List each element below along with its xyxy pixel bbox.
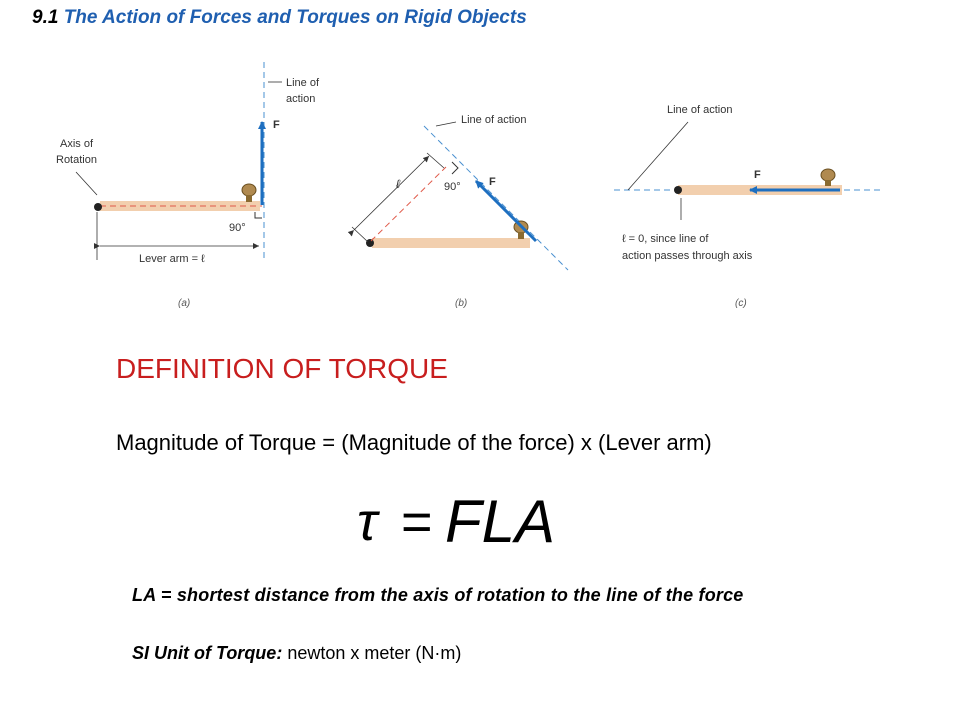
fig-a-force-label: F bbox=[273, 119, 280, 131]
fig-b-angle: 90° bbox=[444, 181, 461, 193]
equation-rhs: FLA bbox=[445, 488, 555, 555]
definition-heading: DEFINITION OF TORQUE bbox=[116, 353, 448, 384]
lever-arm-definition: LA = shortest distance from the axis of … bbox=[132, 585, 744, 605]
section-number: 9.1 bbox=[32, 7, 59, 28]
equation-tau: τ bbox=[357, 492, 380, 552]
fig-c-note-1: ℓ = 0, since line of bbox=[622, 233, 709, 245]
fig-c-line-of-action: Line of action bbox=[667, 104, 732, 116]
figure-a: Line of action F Axis of Rotation 90° Le… bbox=[56, 62, 320, 309]
fig-a-caption: (a) bbox=[178, 298, 190, 309]
fig-c-force-label: F bbox=[754, 169, 761, 181]
fig-b-caption: (b) bbox=[455, 298, 467, 309]
fig-a-lever-arm: Lever arm = ℓ bbox=[139, 253, 205, 265]
fig-b-force-label: F bbox=[489, 176, 496, 188]
equation-equals: = bbox=[401, 492, 433, 552]
fig-a-line-of-action-2: action bbox=[286, 93, 315, 105]
si-unit-value: newton x meter (N·m) bbox=[282, 643, 462, 663]
fig-a-line-of-action-1: Line of bbox=[286, 77, 320, 89]
fig-a-angle: 90° bbox=[229, 222, 246, 234]
si-unit-label: SI Unit of Torque: bbox=[132, 643, 283, 663]
torque-equation: τ = FLA bbox=[357, 488, 555, 555]
figure-b: Line of action ℓ 90° F (b) bbox=[347, 114, 569, 309]
fig-c-note-2: action passes through axis bbox=[622, 250, 753, 262]
slide-header: 9.1 The Action of Forces and Torques on … bbox=[32, 7, 527, 29]
si-unit: SI Unit of Torque: newton x meter (N·m) bbox=[132, 643, 461, 664]
fig-a-axis-label-1: Axis of bbox=[60, 138, 94, 150]
fig-b-line-of-action: Line of action bbox=[461, 114, 526, 126]
slide-title: The Action of Forces and Torques on Rigi… bbox=[63, 7, 527, 28]
torque-figures: Line of action F Axis of Rotation 90° Le… bbox=[56, 62, 880, 309]
magnitude-text: Magnitude of Torque = (Magnitude of the … bbox=[116, 430, 712, 455]
figure-c: Line of action F ℓ = 0, since line of ac… bbox=[614, 104, 880, 309]
fig-b-lever-label: ℓ bbox=[396, 177, 401, 191]
fig-c-caption: (c) bbox=[735, 298, 747, 309]
fig-a-axis-label-2: Rotation bbox=[56, 154, 97, 166]
